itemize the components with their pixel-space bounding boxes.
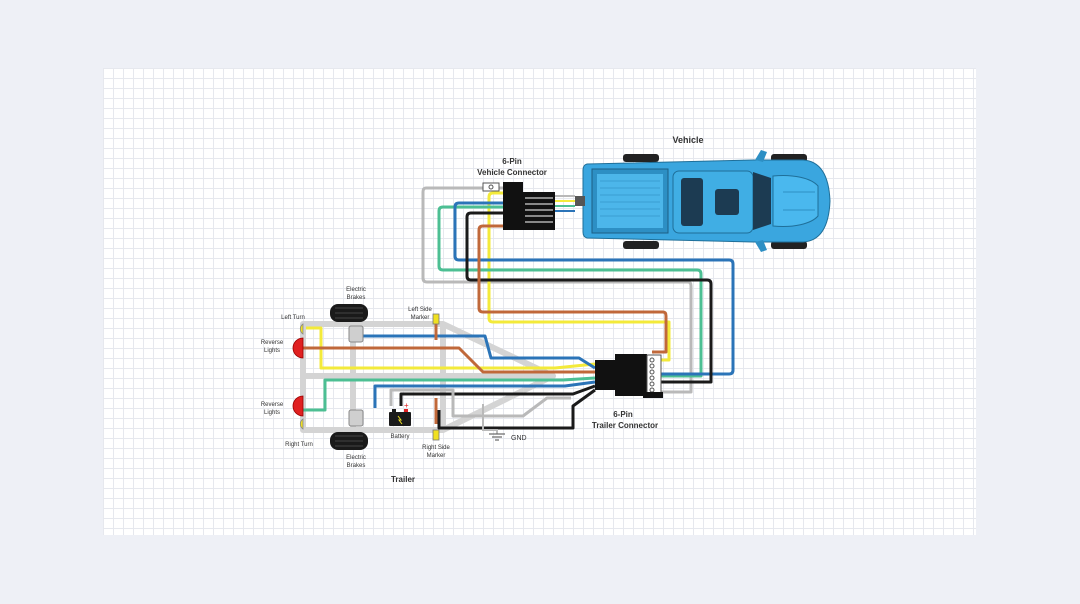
right-turn-label: Right Turn [285,442,313,448]
left-side-marker [432,313,440,325]
ground-symbol [482,404,505,441]
vehicle-connector[interactable] [482,182,555,230]
battery-label: Battery [390,434,409,440]
trailer-frame [300,321,556,433]
trailer-wires [303,324,596,430]
vehicle-truck [575,150,831,252]
trailer-connector-label-line1: 6-Pin [613,410,633,419]
left-turn-lamp [299,323,304,335]
reverse-lights-top-label-2: Lights [264,348,280,354]
wiring-diagram: Vehicle 6-Pin Vehicle Connector [261,135,831,484]
electric-brakes-top [330,304,368,343]
left-side-marker-label-2: Marker [411,315,430,321]
electric-brakes-bottom-label-1: Electric [346,455,366,461]
reverse-lights-top-lamp [292,337,304,359]
reverse-lights-top-label-1: Reverse [261,340,284,346]
right-side-marker-label-2: Marker [427,453,446,459]
vehicle-connector-label-line2: Vehicle Connector [477,168,547,177]
gnd-label: GND [511,435,527,442]
electric-brakes-bottom [330,409,368,450]
trailer-connector-label-line2: Trailer Connector [592,421,658,430]
electric-brakes-bottom-label-2: Brakes [347,463,366,469]
reverse-lights-bottom-label-1: Reverse [261,402,284,408]
vehicle-wires [421,186,735,394]
reverse-lights-bottom-label-2: Lights [264,410,280,416]
trailer-connector[interactable] [595,354,663,398]
left-turn-label: Left Turn [281,315,305,321]
right-side-marker [432,429,440,441]
diagram-canvas: Vehicle 6-Pin Vehicle Connector [103,68,976,535]
vehicle-connector-label-line1: 6-Pin [502,157,522,166]
electric-brakes-top-label-1: Electric [346,287,366,293]
electric-brakes-top-label-2: Brakes [347,295,366,301]
reverse-lights-bottom-lamp [292,395,304,417]
svg-text:+: + [404,401,409,410]
vehicle-label: Vehicle [672,135,703,145]
right-turn-lamp [299,418,304,430]
left-side-marker-label-1: Left Side [408,307,432,313]
right-side-marker-label-1: Right Side [422,445,450,451]
battery-icon: + [389,401,411,426]
trailer-label: Trailer [391,475,415,484]
